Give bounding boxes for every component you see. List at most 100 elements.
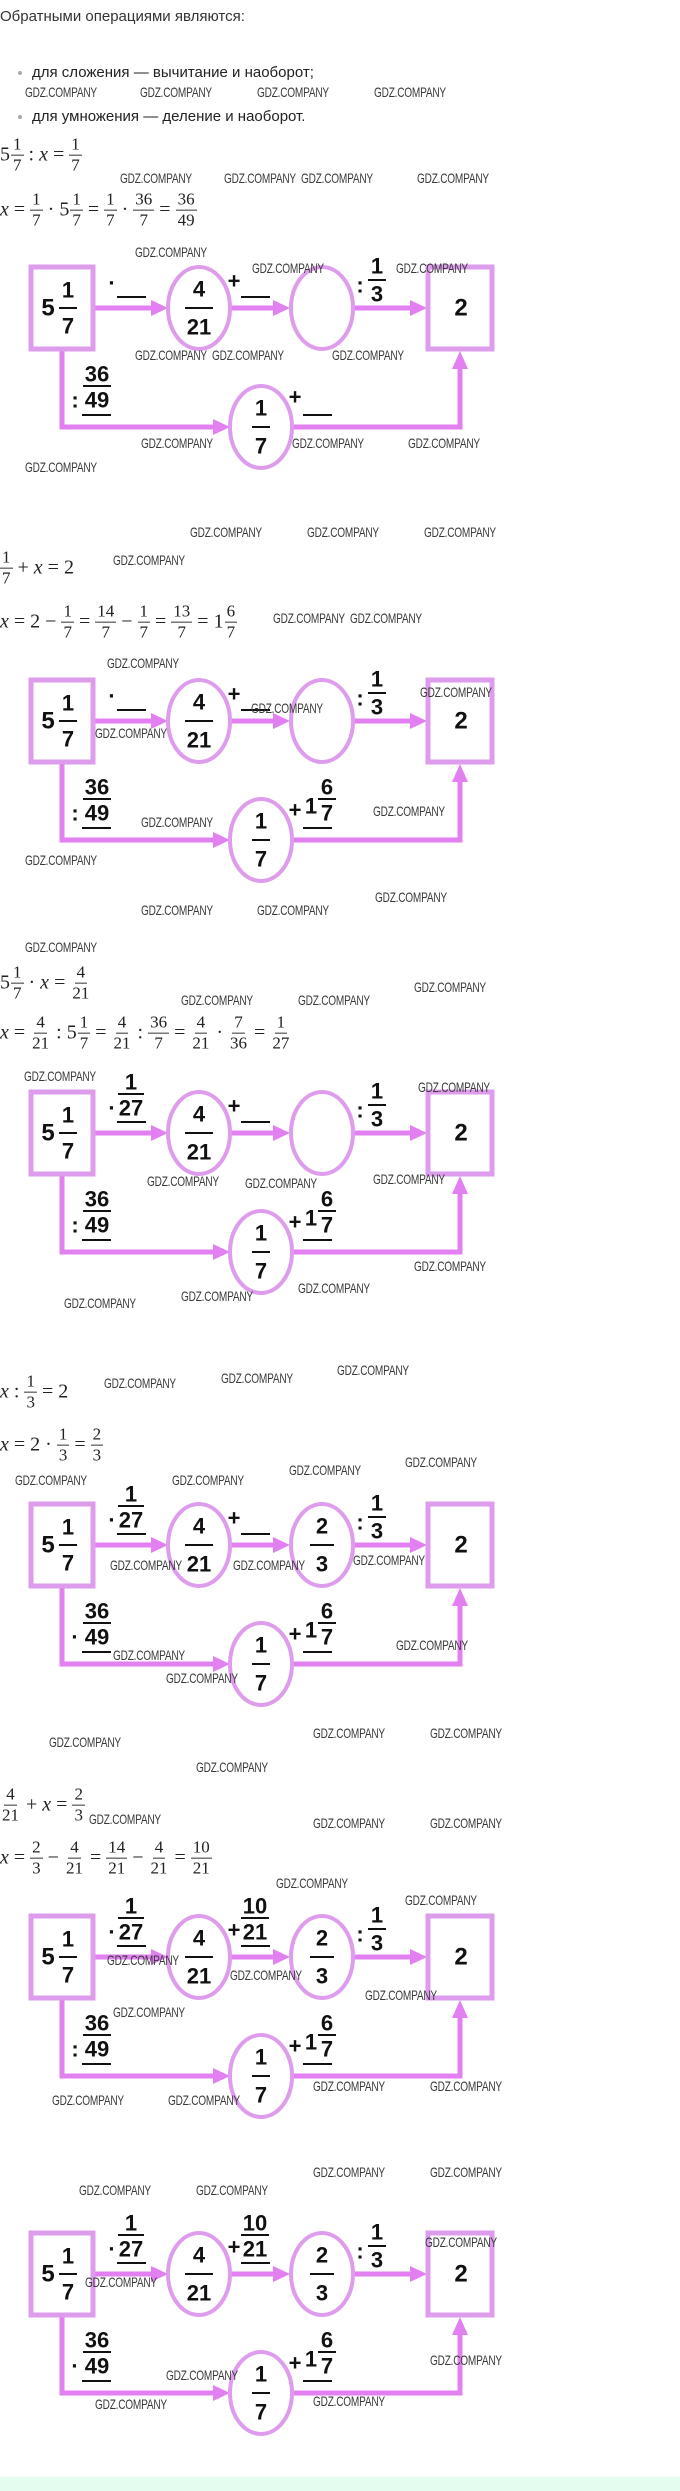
start-box: [28, 1089, 96, 1177]
watermark-text: GDZ.COMPANY: [140, 84, 212, 100]
arrow-lower-to-end: [292, 1604, 463, 1667]
watermark-text: GDZ.COMPANY: [430, 2164, 502, 2180]
lower-fraction-denominator: 7: [255, 847, 267, 872]
bullet-dot-icon: [18, 70, 22, 75]
arrow-lower-to-end: [292, 1192, 463, 1255]
math-symbol: 2: [58, 1380, 69, 1403]
watermark-text: GDZ.COMPANY: [107, 655, 179, 671]
start-fraction-numerator: 1: [62, 1927, 74, 1952]
watermark-text: GDZ.COMPANY: [166, 2367, 238, 2383]
watermark-text: GDZ.COMPANY: [289, 1462, 361, 1478]
e1-fraction-denominator: 27: [119, 1920, 143, 1945]
e5-fraction-denominator: 7: [321, 801, 333, 826]
arrowhead-icon: [452, 351, 468, 369]
denominator: 7: [226, 622, 236, 642]
numerator: 1: [137, 601, 151, 623]
e3-operator: :: [356, 686, 363, 711]
e5-fraction-denominator: 7: [321, 1625, 333, 1650]
arrowhead-icon: [213, 832, 230, 848]
watermark-text: GDZ.COMPANY: [110, 1557, 182, 1573]
denominator: 3: [74, 1805, 83, 1825]
whole-part: 5: [59, 198, 70, 221]
e2-fraction-denominator: 21: [243, 1920, 267, 1945]
footer-band: [0, 2477, 680, 2491]
e3-fraction-denominator: 3: [371, 695, 383, 720]
watermark-text: GDZ.COMPANY: [95, 725, 167, 741]
e3-fraction-numerator: 1: [371, 2220, 383, 2245]
e4-fraction-denominator: 49: [85, 2354, 109, 2379]
arrow-start-to-lower: [59, 2315, 222, 2396]
c1-fraction-numerator: 4: [193, 1926, 206, 1951]
arrowhead-icon: [410, 1949, 427, 1965]
numerator: 1: [61, 601, 74, 623]
numerator: 10: [190, 1837, 212, 1859]
math-symbol: =: [159, 198, 171, 221]
lower-fraction-numerator: 1: [255, 809, 267, 834]
e4-fraction-denominator: 49: [85, 801, 109, 826]
watermark-text: GDZ.COMPANY: [113, 552, 185, 568]
watermark-text: GDZ.COMPANY: [365, 1987, 437, 2003]
numerator: 1: [11, 134, 24, 156]
watermark-text: GDZ.COMPANY: [374, 84, 446, 100]
start-fraction-denominator: 7: [62, 1551, 74, 1576]
watermark-text: GDZ.COMPANY: [396, 1637, 468, 1653]
c1-fraction-numerator: 4: [193, 1102, 206, 1127]
watermark-text: GDZ.COMPANY: [298, 1280, 370, 1296]
lower-fraction-numerator: 1: [255, 1221, 267, 1246]
watermark-text: GDZ.COMPANY: [292, 435, 364, 451]
e4-operator: ·: [71, 1625, 78, 1650]
e4-fraction-numerator: 36: [85, 1599, 109, 1624]
e2-fraction-numerator: 10: [243, 1894, 267, 1919]
c2-fraction-numerator: 2: [316, 1926, 328, 1951]
bullet-multiplication: для умножения — деление и наоборот.: [18, 108, 305, 125]
watermark-text: GDZ.COMPANY: [332, 347, 404, 363]
math-symbol: ·: [216, 1021, 224, 1044]
arrowhead-icon: [410, 1537, 427, 1553]
denominator: 7: [139, 622, 149, 642]
watermark-text: GDZ.COMPANY: [375, 889, 447, 905]
watermark-text: GDZ.COMPANY: [273, 610, 345, 626]
end-box: [425, 1913, 495, 2001]
math-symbol: 2: [30, 1433, 41, 1456]
start-fraction-denominator: 7: [62, 727, 74, 752]
bullet-dot-icon: [18, 114, 22, 119]
e5-whole: 1: [305, 1618, 317, 1643]
arrow-lower-to-end: [292, 780, 463, 843]
denominator: 3: [32, 1858, 41, 1878]
end-value: 2: [454, 1120, 467, 1147]
numerator: 1: [30, 189, 43, 211]
denominator: 21: [65, 1858, 83, 1878]
arrowhead-icon: [151, 1537, 168, 1553]
watermark-text: GDZ.COMPANY: [89, 1811, 161, 1827]
c1-fraction-denominator: 21: [187, 1552, 211, 1577]
arrowhead-icon: [452, 764, 468, 782]
arrowhead-icon: [151, 1125, 168, 1141]
denominator: 7: [79, 1033, 89, 1053]
start-fraction-numerator: 1: [62, 2244, 74, 2269]
e4-operator: :: [71, 1213, 78, 1238]
watermark-text: GDZ.COMPANY: [313, 1815, 385, 1831]
arrowhead-icon: [452, 1588, 468, 1606]
end-value: 2: [454, 708, 467, 735]
denominator: 21: [108, 1858, 126, 1878]
e5-operator: +: [289, 385, 302, 410]
watermark-text: GDZ.COMPANY: [298, 992, 370, 1008]
variable-x: x: [0, 1433, 9, 1456]
arrowhead-icon: [410, 2266, 427, 2282]
watermark-text: GDZ.COMPANY: [196, 2182, 268, 2198]
whole-part: 5: [0, 971, 10, 994]
e4-operator: :: [71, 388, 78, 413]
arrowhead-icon: [213, 2068, 230, 2084]
numerator: 13: [171, 601, 193, 623]
e3-fraction-denominator: 3: [371, 1931, 383, 1956]
